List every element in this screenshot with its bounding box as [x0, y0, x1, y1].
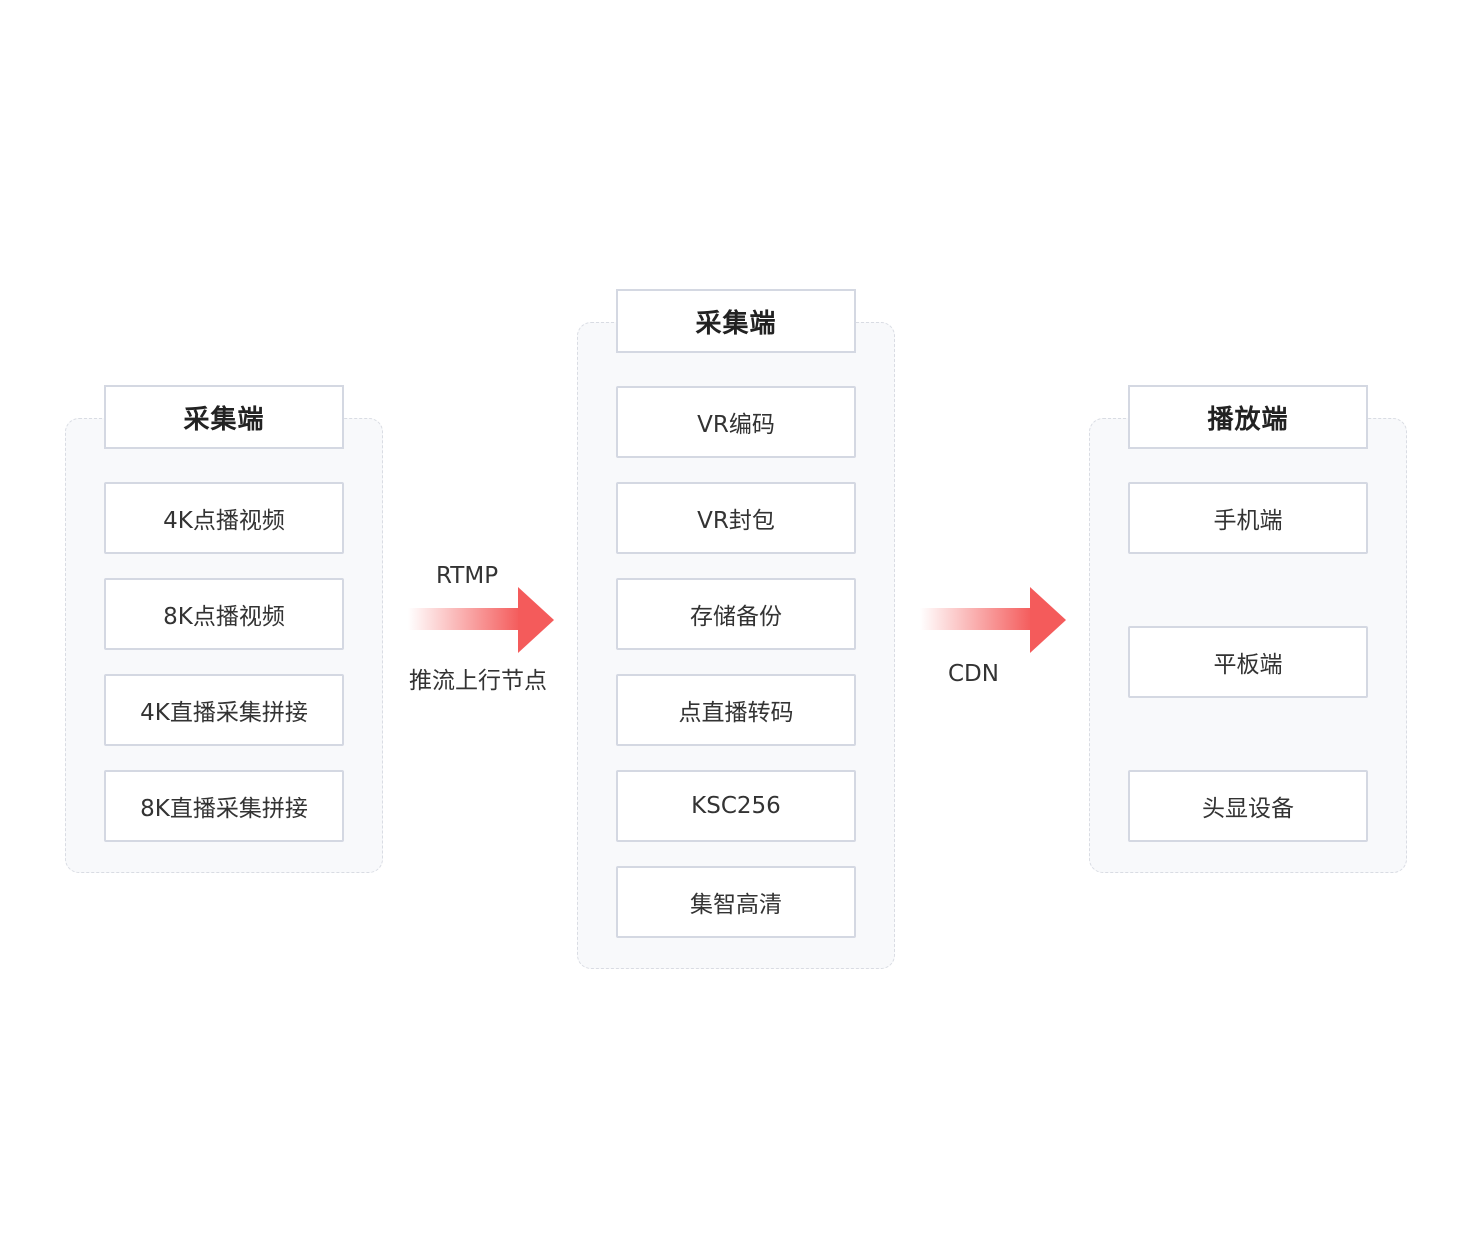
capture-item-8k-vod: 8K点播视频 [104, 578, 344, 650]
capture-group-title: 采集端 [104, 385, 344, 449]
rtmp-label: RTMP [436, 563, 499, 589]
processing-item-vr-package: VR封包 [616, 482, 856, 554]
playback-group-title: 播放端 [1128, 385, 1368, 449]
processing-item-vr-encode: VR编码 [616, 386, 856, 458]
cdn-label: CDN [948, 661, 999, 687]
capture-item-4k-vod: 4K点播视频 [104, 482, 344, 554]
playback-item-headset: 头显设备 [1128, 770, 1368, 842]
playback-item-phone: 手机端 [1128, 482, 1368, 554]
cdn-arrow-icon [920, 587, 1066, 653]
capture-item-8k-live: 8K直播采集拼接 [104, 770, 344, 842]
processing-item-ksc256: KSC256 [616, 770, 856, 842]
capture-item-4k-live: 4K直播采集拼接 [104, 674, 344, 746]
processing-item-storage-backup: 存储备份 [616, 578, 856, 650]
push-node-label: 推流上行节点 [409, 668, 547, 694]
processing-item-hd: 集智高清 [616, 866, 856, 938]
processing-item-transcode: 点直播转码 [616, 674, 856, 746]
processing-group-title: 采集端 [616, 289, 856, 353]
rtmp-arrow-icon [408, 587, 554, 653]
playback-item-tablet: 平板端 [1128, 626, 1368, 698]
